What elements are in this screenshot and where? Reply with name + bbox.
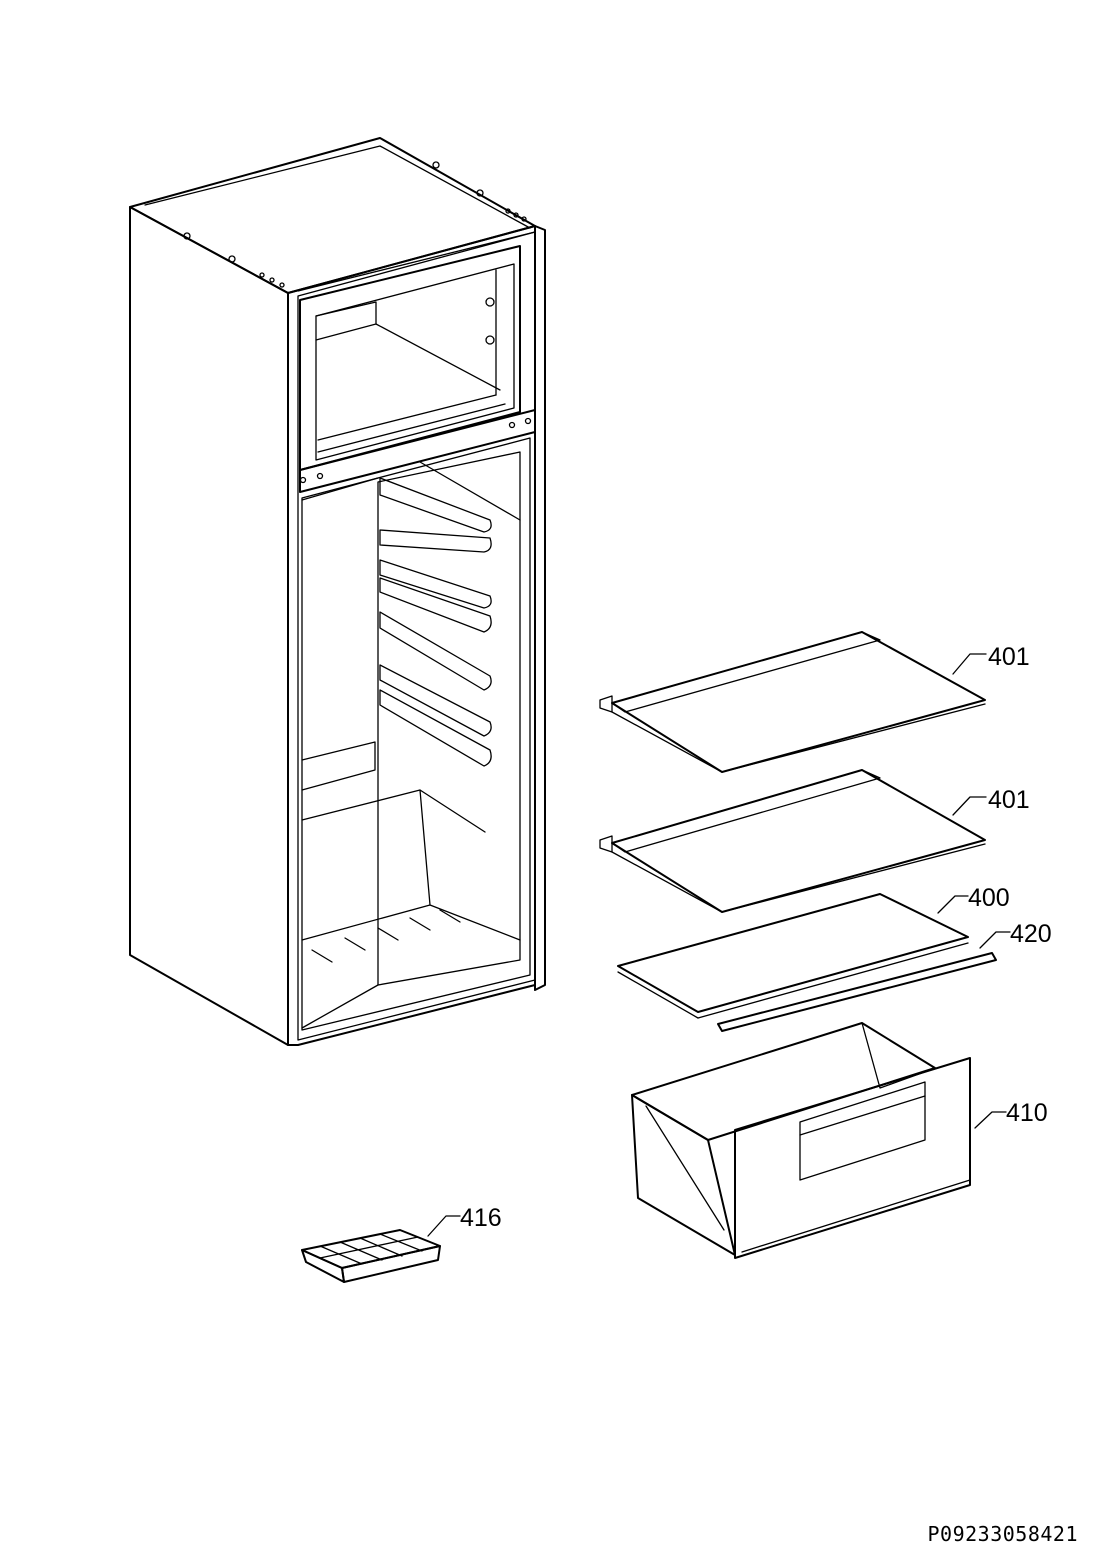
glass-plate [617, 893, 969, 1019]
shelf-upper [599, 631, 986, 773]
floor-ribs [311, 909, 461, 963]
part-number-400: 400 [968, 884, 1010, 912]
document-code: P09233058421 [927, 1522, 1078, 1546]
label-ice-tray: 416 [427, 1204, 502, 1237]
trim-strip [717, 952, 997, 1032]
label-shelf-lower: 401 [952, 786, 1030, 816]
shelf-rails [379, 477, 492, 767]
label-shelf-upper: 401 [952, 643, 1030, 675]
shelf-lower [599, 769, 986, 913]
part-number-420: 420 [1010, 920, 1052, 948]
label-crisper-drawer: 410 [974, 1099, 1048, 1129]
label-glass-plate: 400 [937, 884, 1010, 914]
label-trim-strip: 420 [979, 920, 1052, 949]
crisper-drawer [631, 1022, 971, 1259]
part-number-410: 410 [1006, 1099, 1048, 1127]
fridge-cabinet [129, 137, 546, 1046]
part-number-401-lower: 401 [988, 786, 1030, 814]
ice-tray [301, 1229, 441, 1283]
part-number-401-upper: 401 [988, 643, 1030, 671]
part-number-416: 416 [460, 1204, 502, 1232]
